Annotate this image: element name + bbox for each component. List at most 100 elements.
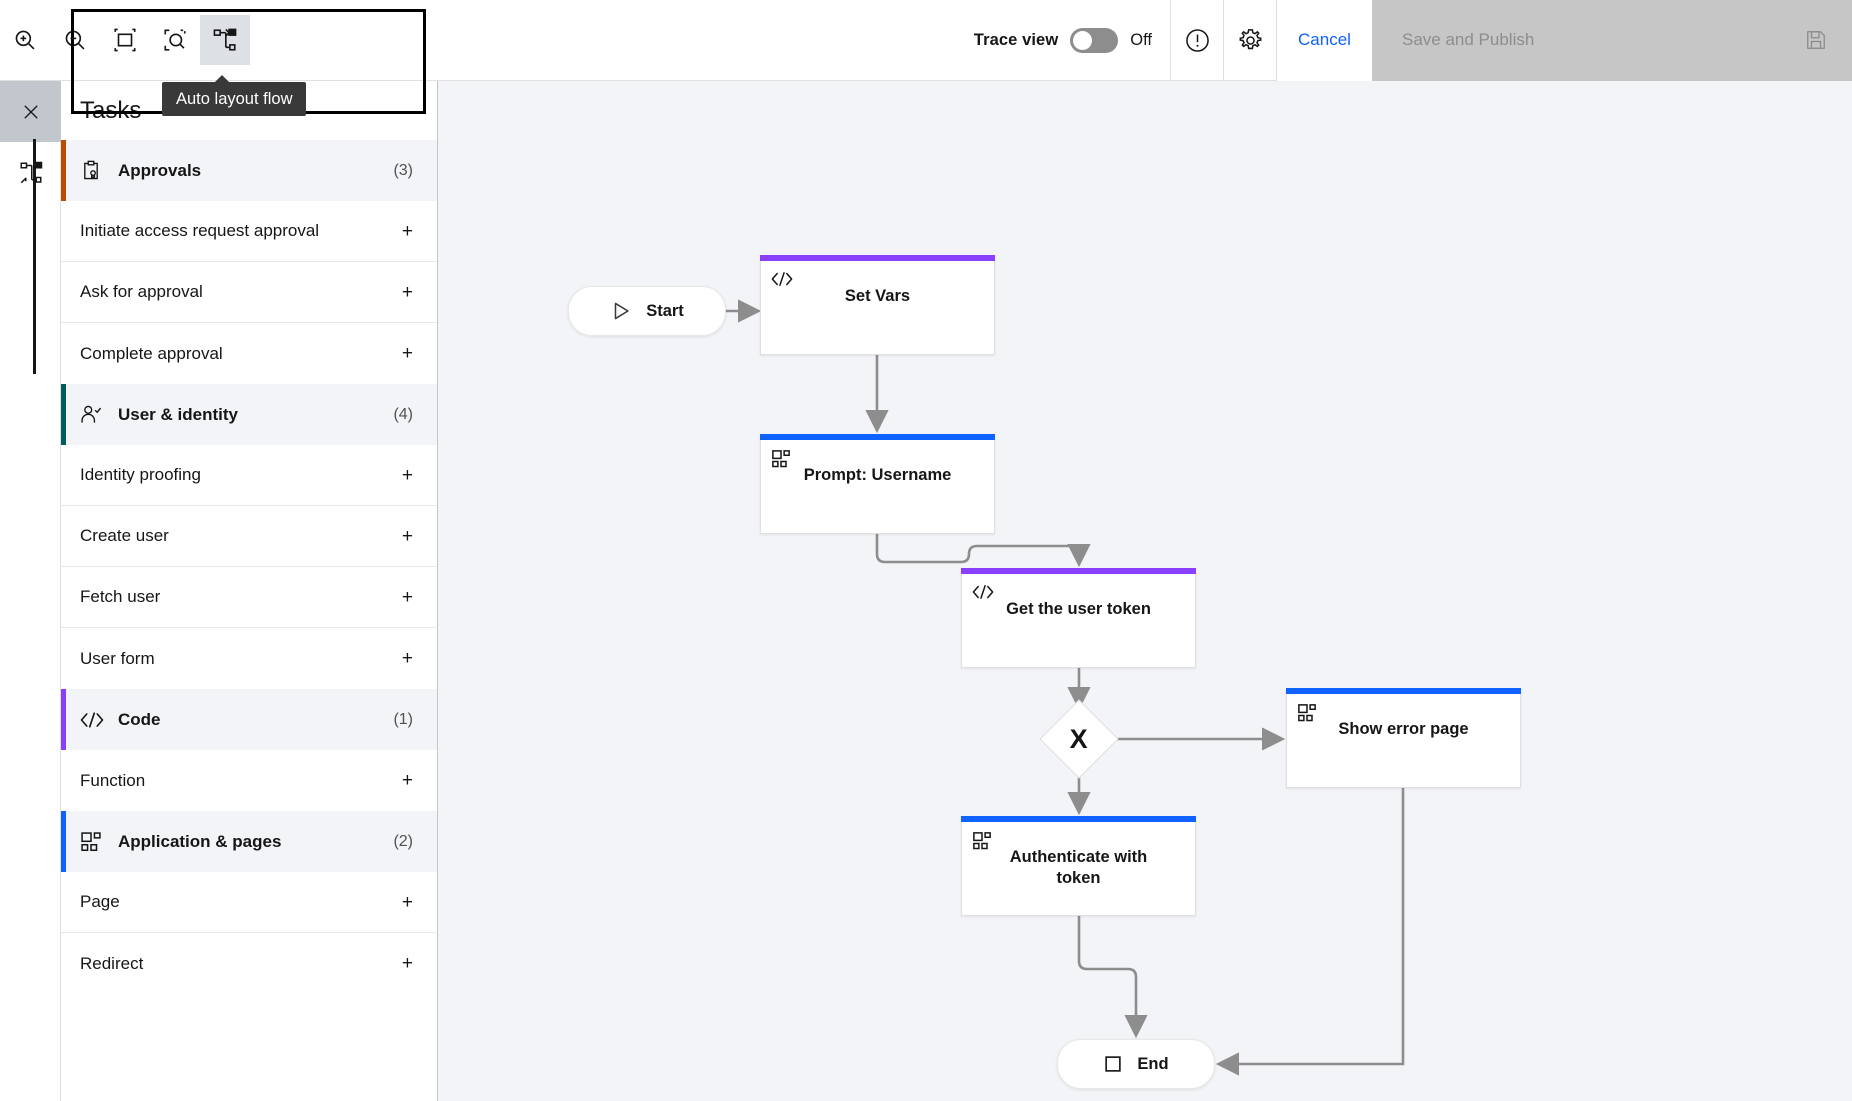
top-toolbar: Trace view Off Cancel: [0, 0, 1852, 81]
zoom-to-selection-button[interactable]: [150, 15, 200, 65]
code-icon: [80, 710, 110, 730]
application-icon: [972, 831, 992, 856]
flow-node-label: Authenticate with token: [1009, 848, 1148, 887]
tasks-panel: Tasks Approvals (3) Initiate access requ…: [61, 81, 438, 1101]
zoom-in-button[interactable]: [0, 15, 50, 65]
palette-item-initiate-access-request-approval[interactable]: Initiate access request approval +: [61, 201, 437, 262]
divider: [1223, 0, 1224, 81]
zoom-in-icon: [15, 30, 35, 50]
palette-item-create-user[interactable]: Create user +: [61, 506, 437, 567]
trace-view-label: Trace view: [973, 30, 1059, 49]
node-accent-strip: [961, 568, 1196, 574]
node-accent-strip: [961, 816, 1196, 822]
application-icon: [80, 831, 110, 853]
auto-layout-tooltip: Auto layout flow: [162, 75, 307, 116]
add-icon[interactable]: +: [401, 464, 413, 486]
palette-item-label: Function: [80, 770, 146, 790]
category-application-and-pages[interactable]: Application & pages (2): [61, 811, 437, 872]
add-icon[interactable]: +: [401, 586, 413, 608]
category-label: User & identity: [118, 404, 238, 424]
category-accent-bar: [61, 140, 66, 201]
divider: [1276, 0, 1277, 81]
palette-item-fetch-user[interactable]: Fetch user +: [61, 567, 437, 628]
warning-circle-icon: [1185, 28, 1209, 52]
play-icon: [614, 302, 629, 320]
palette-item-function[interactable]: Function +: [61, 750, 437, 811]
stop-square-icon: [1105, 1056, 1122, 1072]
cancel-button[interactable]: Cancel: [1277, 0, 1372, 81]
fit-to-screen-icon: [114, 28, 136, 52]
divider: [1170, 0, 1171, 81]
add-icon[interactable]: +: [401, 648, 413, 669]
warnings-button[interactable]: [1171, 0, 1223, 81]
auto-layout-flow-button[interactable]: [200, 15, 250, 65]
category-label: Code: [118, 709, 161, 729]
category-accent-bar: [61, 689, 66, 750]
zoom-to-selection-icon: [164, 29, 186, 51]
trace-view-toggle[interactable]: [1070, 27, 1119, 53]
flow-node-label: Get the user token: [1006, 600, 1151, 618]
zoom-out-button[interactable]: [50, 15, 100, 65]
highlight-accent-bar: [33, 139, 36, 374]
add-icon[interactable]: +: [401, 343, 413, 364]
category-code[interactable]: Code (1): [61, 689, 437, 750]
palette-item-redirect[interactable]: Redirect +: [61, 933, 437, 994]
palette-item-label: Ask for approval: [80, 282, 203, 301]
add-icon[interactable]: +: [401, 281, 413, 303]
node-accent-strip: [760, 255, 995, 261]
palette-item-label: Complete approval: [80, 343, 223, 363]
flow-node-set-vars[interactable]: Set Vars: [760, 255, 995, 355]
flow-tree-icon: [20, 161, 42, 183]
palette-item-label: Identity proofing: [80, 465, 201, 484]
flow-node-get-the-user-token[interactable]: Get the user token: [961, 568, 1196, 668]
palette-item-label: Fetch user: [80, 587, 161, 606]
node-accent-strip: [1286, 688, 1521, 694]
category-count: (4): [393, 405, 413, 423]
category-user-and-identity[interactable]: User & identity (4): [61, 384, 437, 445]
category-count: (1): [393, 710, 413, 728]
code-icon: [771, 270, 793, 293]
palette-item-complete-approval[interactable]: Complete approval +: [61, 323, 437, 384]
category-count: (3): [393, 161, 413, 179]
flow-palette-button[interactable]: [0, 142, 61, 203]
clipboard-approval-icon: [80, 160, 110, 182]
save-and-publish-button[interactable]: Save and Publish: [1372, 0, 1852, 81]
category-accent-bar: [61, 811, 66, 872]
gateway-x-icon: X: [1069, 723, 1089, 754]
category-label: Application & pages: [118, 831, 282, 851]
flow-node-gateway[interactable]: X: [1039, 699, 1119, 779]
flow-node-authenticate-with-token[interactable]: Authenticate with token: [961, 816, 1196, 916]
flow-node-start[interactable]: Start: [568, 286, 726, 336]
add-icon[interactable]: +: [401, 770, 413, 791]
flow-node-show-error-page[interactable]: Show error page: [1286, 688, 1521, 788]
flow-canvas[interactable]: Start Set Vars Prompt: Username: [438, 81, 1852, 1101]
add-icon[interactable]: +: [401, 953, 413, 974]
palette-item-identity-proofing[interactable]: Identity proofing +: [61, 445, 437, 506]
add-icon[interactable]: +: [401, 220, 413, 242]
save-disk-icon: [1807, 31, 1825, 49]
add-icon[interactable]: +: [401, 525, 413, 547]
category-approvals[interactable]: Approvals (3): [61, 140, 437, 201]
close-panel-button[interactable]: [0, 81, 61, 142]
save-and-publish-label: Save and Publish: [1402, 30, 1535, 49]
palette-item-label: Page: [80, 892, 120, 911]
palette-item-label: Initiate access request approval: [80, 221, 320, 240]
flow-node-label: Show error page: [1338, 720, 1469, 738]
palette-item-ask-for-approval[interactable]: Ask for approval +: [61, 262, 437, 323]
add-icon[interactable]: +: [401, 891, 413, 913]
left-rail: [0, 81, 61, 1101]
settings-button[interactable]: [1224, 0, 1276, 81]
flow-node-end[interactable]: End: [1057, 1039, 1215, 1089]
flow-node-prompt-username[interactable]: Prompt: Username: [760, 434, 995, 534]
fit-to-screen-button[interactable]: [100, 15, 150, 65]
zoom-controls: [0, 0, 250, 80]
palette-item-page[interactable]: Page +: [61, 872, 437, 933]
palette-item-label: Redirect: [80, 953, 144, 973]
flow-node-label: End: [1137, 1054, 1169, 1073]
flow-node-label: Start: [646, 301, 684, 320]
user-check-icon: [80, 404, 110, 426]
trace-view-state: Off: [1130, 30, 1152, 49]
palette-item-user-form[interactable]: User form +: [61, 628, 437, 689]
close-icon: [23, 104, 38, 119]
panel-title: Tasks: [80, 96, 142, 124]
